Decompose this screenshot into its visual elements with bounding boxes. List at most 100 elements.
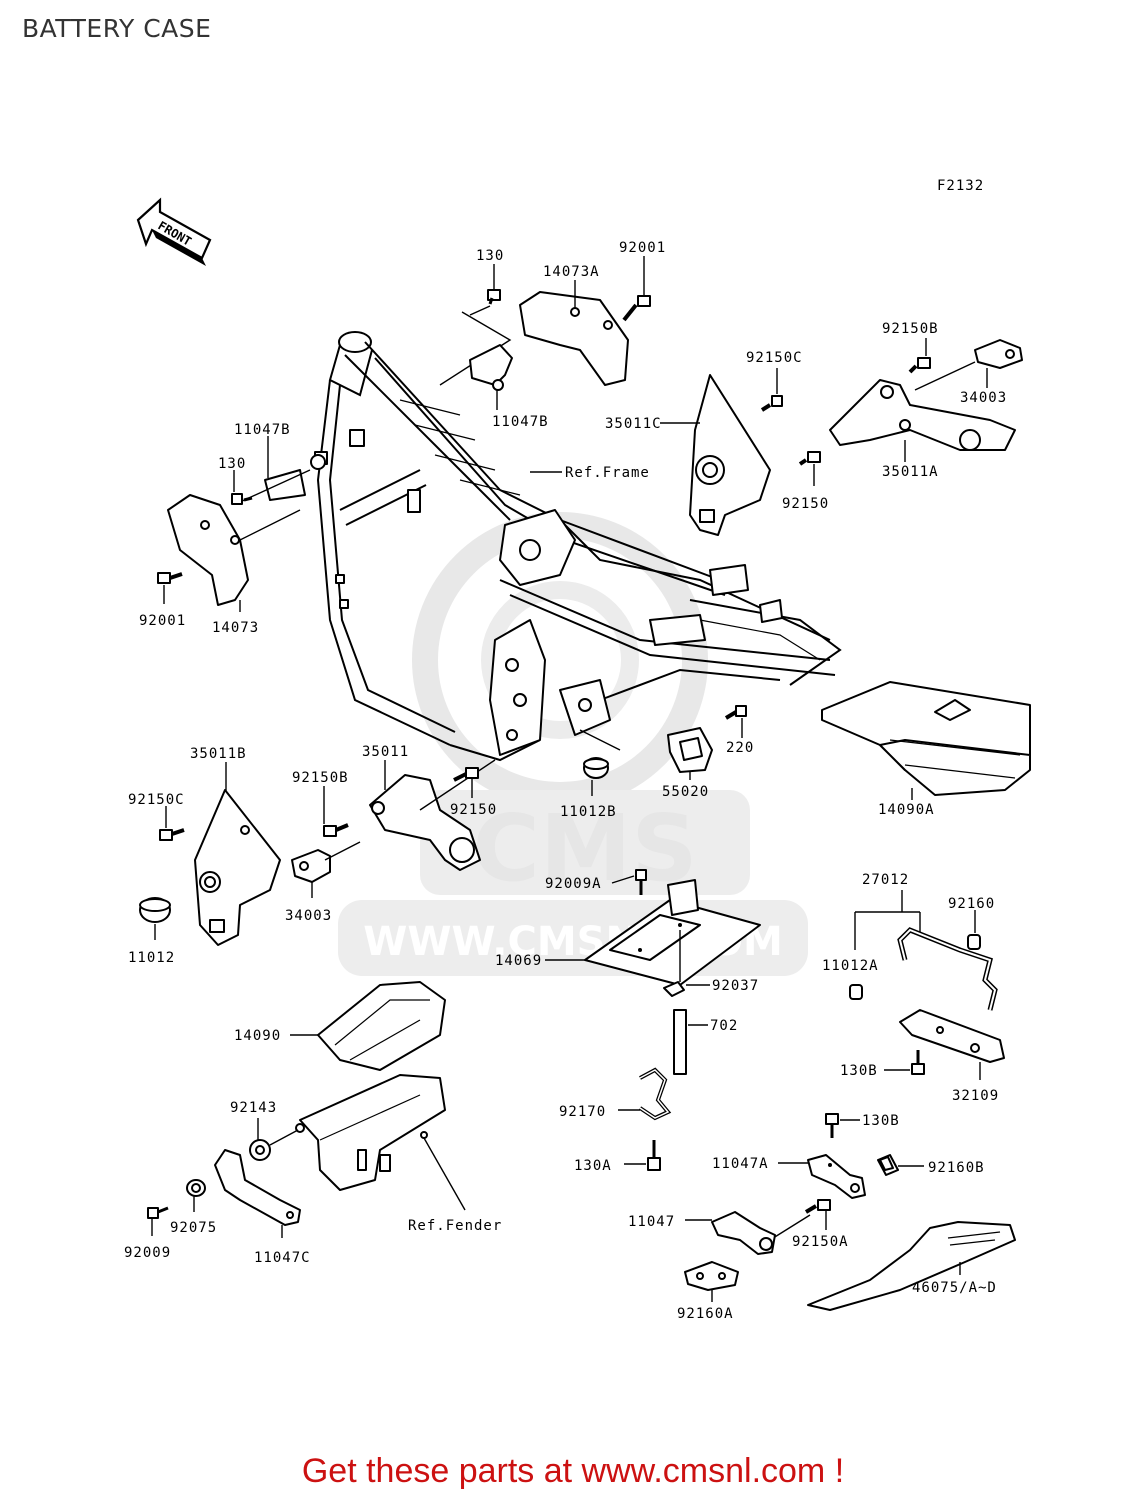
bracket-32109[interactable] — [899, 1009, 1005, 1063]
bolt-92150B-top[interactable] — [908, 357, 931, 374]
cap-92160[interactable] — [967, 934, 981, 950]
page-title: BATTERY CASE — [22, 14, 212, 43]
label-35011C: 35011C — [605, 416, 662, 432]
label-14073: 14073 — [212, 620, 259, 636]
label-92170: 92170 — [559, 1104, 606, 1120]
clamp-92170[interactable] — [638, 1067, 672, 1121]
label-92160B: 92160B — [928, 1160, 985, 1176]
ref-fender-label: Ref.Fender — [408, 1218, 502, 1234]
grommet-11012[interactable] — [139, 897, 171, 923]
label-14069: 14069 — [495, 953, 542, 969]
label-14073A: 14073A — [543, 264, 600, 280]
label-92150B-top: 92150B — [882, 321, 939, 337]
watermark-logo: CMS — [472, 795, 697, 902]
battery-case-14090A[interactable] — [821, 681, 1031, 796]
bolt-130B-mid[interactable] — [825, 1113, 839, 1138]
damper-11012A[interactable] — [849, 984, 863, 1000]
clamp-55020[interactable] — [667, 727, 713, 773]
label-92037: 92037 — [712, 978, 759, 994]
bolt-130B-right[interactable] — [911, 1050, 925, 1075]
label-92001-top: 92001 — [619, 240, 666, 256]
bolt-92150A[interactable] — [804, 1199, 831, 1214]
label-11012: 11012 — [128, 950, 175, 966]
label-35011B: 35011B — [190, 746, 247, 762]
bolt-92150C-left[interactable] — [159, 828, 185, 841]
grommet-11012B[interactable] — [583, 757, 609, 779]
screw-92009A[interactable] — [635, 869, 647, 895]
bolt-130A[interactable] — [647, 1140, 661, 1171]
label-92075: 92075 — [170, 1220, 217, 1236]
guard-46075[interactable] — [807, 1221, 1016, 1311]
label-130-left: 130 — [218, 456, 246, 472]
label-92150A: 92150A — [792, 1234, 849, 1250]
bolt-92150B-mid[interactable] — [323, 823, 349, 837]
label-11047: 11047 — [628, 1214, 675, 1230]
label-92143: 92143 — [230, 1100, 277, 1116]
label-92150-mid: 92150 — [450, 802, 497, 818]
cover-14073[interactable] — [167, 494, 249, 606]
label-92150C-top: 92150C — [746, 350, 803, 366]
peg-34003-top[interactable] — [974, 339, 1023, 369]
label-14090A: 14090A — [878, 802, 935, 818]
bolt-92150-top[interactable] — [798, 451, 821, 466]
plate-14069[interactable] — [584, 879, 761, 986]
bolt-92150-mid[interactable] — [453, 767, 479, 782]
clip-92037[interactable] — [663, 981, 685, 997]
label-92160: 92160 — [948, 896, 995, 912]
label-27012: 27012 — [862, 872, 909, 888]
label-14090: 14090 — [234, 1028, 281, 1044]
label-702: 702 — [710, 1018, 738, 1034]
label-92001-left: 92001 — [139, 613, 186, 629]
front-arrow-icon: FRONT — [136, 197, 212, 266]
footrest-35011A[interactable] — [829, 379, 1016, 451]
label-11047B-top: 11047B — [492, 414, 549, 430]
label-92150B-mid: 92150B — [292, 770, 349, 786]
bolt-220[interactable] — [724, 705, 747, 720]
damper-92075[interactable] — [186, 1179, 206, 1197]
bracket-11047[interactable] — [711, 1211, 776, 1255]
cover-14090[interactable] — [317, 981, 446, 1071]
bolt-130-left[interactable] — [231, 493, 253, 505]
label-92150-top: 92150 — [782, 496, 829, 512]
wire-loop-27012[interactable] — [897, 927, 998, 1011]
label-11047C: 11047C — [254, 1250, 311, 1266]
label-11012A: 11012A — [822, 958, 879, 974]
bracket-11047A[interactable] — [807, 1154, 866, 1199]
label-11012B: 11012B — [560, 804, 617, 820]
label-32109: 32109 — [952, 1088, 999, 1104]
plate-35011C[interactable] — [689, 374, 771, 536]
peg-34003-bottom[interactable] — [291, 849, 331, 883]
label-92009: 92009 — [124, 1245, 171, 1261]
screw-92009[interactable] — [147, 1206, 169, 1219]
main-frame — [314, 331, 842, 762]
bracket-11047C[interactable] — [214, 1149, 301, 1226]
bolt-130-top[interactable] — [487, 289, 501, 305]
ref-frame-label: Ref.Frame — [565, 465, 650, 481]
label-35011A: 35011A — [882, 464, 939, 480]
label-46075: 46075/A~D — [912, 1280, 997, 1296]
label-130A: 130A — [574, 1158, 612, 1174]
bolt-92001-left[interactable] — [157, 572, 183, 584]
cover-14073A[interactable] — [519, 291, 629, 386]
footer-link[interactable]: Get these parts at www.cmsnl.com ! — [301, 1452, 845, 1490]
label-55020: 55020 — [662, 784, 709, 800]
label-130B-right: 130B — [840, 1063, 878, 1079]
battery-housing — [295, 1074, 446, 1191]
plate-35011B[interactable] — [194, 789, 281, 946]
cap-92160A[interactable] — [684, 1261, 739, 1291]
label-34003-top: 34003 — [960, 390, 1007, 406]
bracket-11047B-top[interactable] — [469, 344, 513, 391]
pin-702[interactable] — [673, 1009, 687, 1075]
label-11047A: 11047A — [712, 1156, 769, 1172]
bolt-92150C-top[interactable] — [760, 395, 783, 412]
footrest-35011[interactable] — [369, 774, 481, 871]
collar-92143[interactable] — [249, 1139, 271, 1161]
label-92160A: 92160A — [677, 1306, 734, 1322]
label-34003-bottom: 34003 — [285, 908, 332, 924]
label-130B-mid: 130B — [862, 1113, 900, 1129]
label-11047B-left: 11047B — [234, 422, 291, 438]
bolt-92001-top[interactable] — [622, 295, 651, 322]
figure-code: F2132 — [937, 178, 984, 194]
cap-92160B[interactable] — [877, 1154, 899, 1176]
